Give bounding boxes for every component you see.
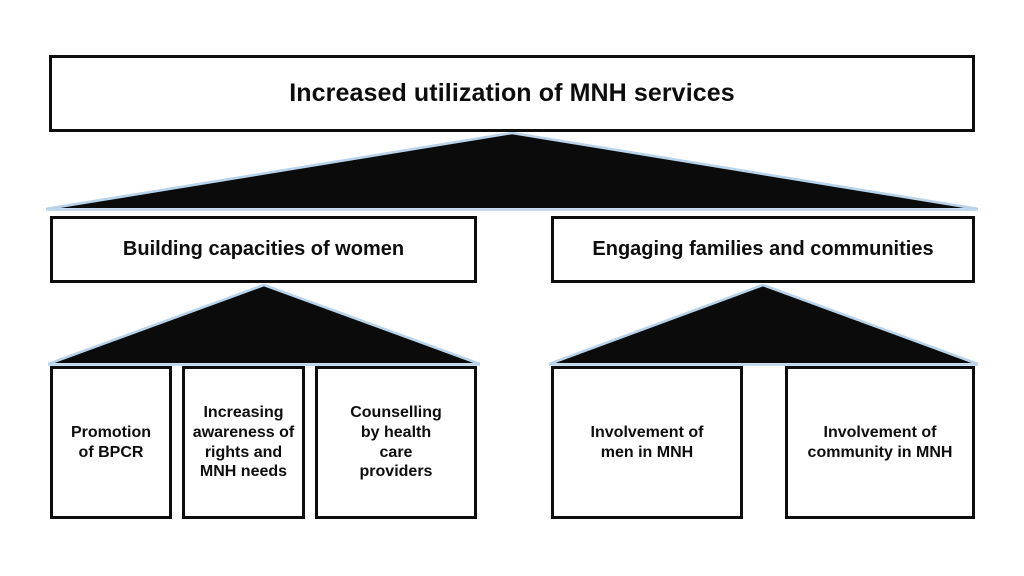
- chevron-connector-right-icon: [549, 284, 978, 366]
- node-label: Increasing awareness of rights and MNH n…: [192, 404, 295, 481]
- chevron-connector-left-icon: [48, 284, 480, 366]
- node-involvement-of-community-in-mnh: Involvement of community in MNH: [785, 366, 975, 519]
- node-increasing-awareness-of-rights-and-mnh-needs: Increasing awareness of rights and MNH n…: [182, 366, 305, 519]
- node-label: Counselling by health care providers: [350, 404, 442, 481]
- node-building-capacities-of-women: Building capacities of women: [50, 216, 477, 283]
- node-label: Involvement of community in MNH: [807, 423, 953, 461]
- node-label: Engaging families and communities: [592, 238, 934, 261]
- node-counselling-by-health-care-providers: Counselling by health care providers: [315, 366, 477, 519]
- node-label: Promotion of BPCR: [71, 423, 151, 461]
- node-promotion-of-bpcr: Promotion of BPCR: [50, 366, 172, 519]
- node-engaging-families-and-communities: Engaging families and communities: [551, 216, 975, 283]
- node-involvement-of-men-in-mnh: Involvement of men in MNH: [551, 366, 743, 519]
- node-label: Building capacities of women: [122, 238, 405, 261]
- node-increased-utilization-of-mnh-services: Increased utilization of MNH services: [49, 55, 975, 132]
- node-label: Increased utilization of MNH services: [289, 79, 735, 108]
- node-label: Involvement of men in MNH: [590, 423, 704, 461]
- chevron-connector-top-icon: [46, 132, 978, 211]
